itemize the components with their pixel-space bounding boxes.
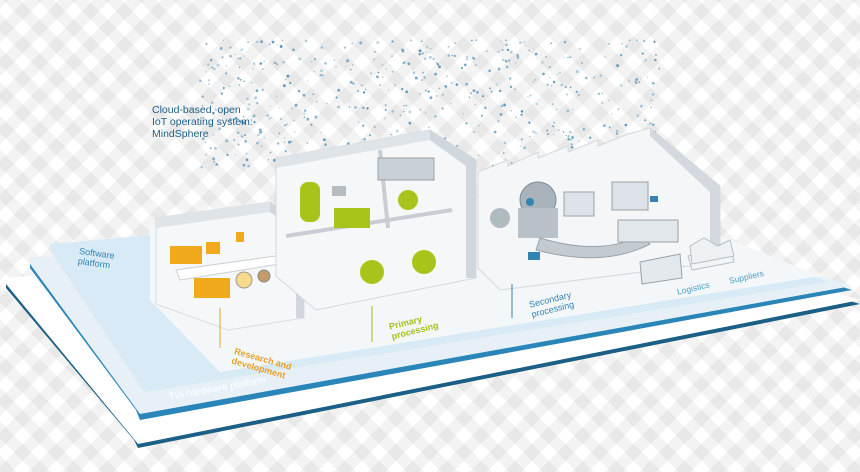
- monitor-icon: [194, 278, 230, 298]
- conveyor-icon: [535, 235, 651, 259]
- reactor-vessel-icon: [300, 182, 320, 222]
- research-room: [155, 201, 305, 331]
- secondary-processing-factory: [477, 127, 721, 291]
- cloud-label: Cloud-based, open IoT operating system: …: [152, 104, 253, 140]
- monitor-icon: [528, 252, 540, 260]
- monitor-icon: [170, 246, 202, 264]
- reactor-vessel-icon: [412, 250, 436, 274]
- reactor-vessel-icon: [398, 190, 418, 210]
- monitor-icon: [334, 208, 370, 228]
- pallet-icon: [639, 253, 683, 285]
- reactor-vessel-icon: [360, 260, 384, 284]
- primary-processing-building: [275, 129, 477, 311]
- logistics-area: [639, 237, 735, 285]
- monitor-icon: [206, 242, 220, 254]
